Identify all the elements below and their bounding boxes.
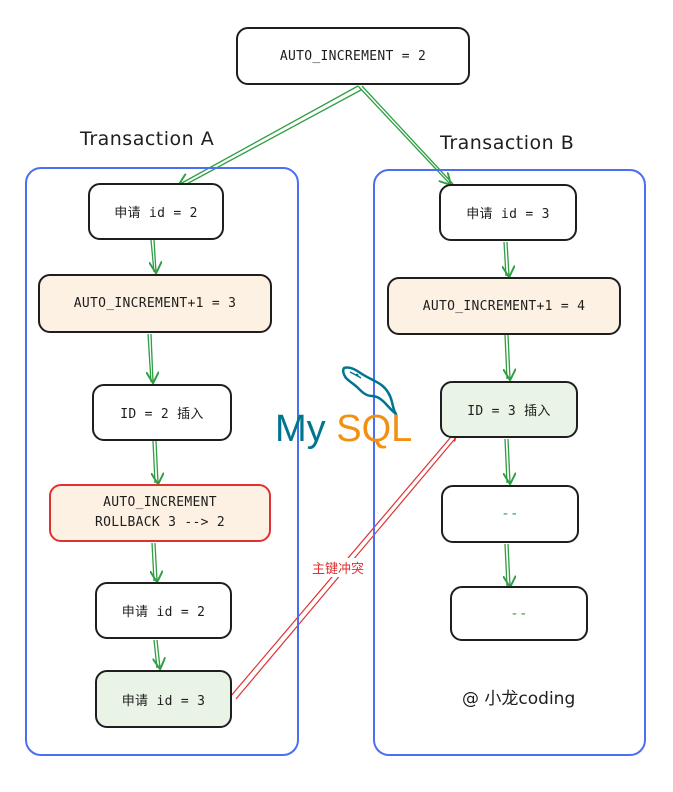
arrow-a-3 <box>156 440 158 483</box>
a-step-insert-id-2: ID = 2 插入 <box>92 384 232 441</box>
a-step-increment-to-3: AUTO_INCREMENT+1 = 3 <box>38 274 272 333</box>
a-step-3-label: ID = 2 插入 <box>120 407 204 422</box>
b-step-placeholder-1: -- <box>441 485 579 543</box>
primary-key-conflict-label: 主键冲突 <box>312 558 365 577</box>
arrow-b-4 <box>508 543 510 586</box>
a-step-rollback: AUTO_INCREMENT ROLLBACK 3 --> 2 <box>49 484 271 542</box>
mysql-logo-my: My <box>275 408 326 450</box>
arrow-a-1 <box>154 239 156 272</box>
mysql-logo-sql: SQL <box>336 408 413 450</box>
arrow-b-1 <box>507 241 509 276</box>
arrow-b-3 <box>508 438 510 483</box>
author-credit: @ 小龙coding <box>462 689 576 709</box>
a-step-6-label: 申请 id = 3 <box>121 693 206 709</box>
b-step-1-label: 申请 id = 3 <box>466 207 550 222</box>
arrow-a-2 <box>151 333 153 382</box>
b-step-placeholder-2: -- <box>450 586 588 641</box>
a-step-2-label: AUTO_INCREMENT+1 = 3 <box>73 296 237 311</box>
b-step-insert-id-3: ID = 3 插入 <box>440 381 578 438</box>
a-step-request-id-3: 申请 id = 3 <box>95 670 232 728</box>
b-step-increment-to-4: AUTO_INCREMENT+1 = 4 <box>387 277 621 335</box>
transaction-b-title: Transaction B <box>440 132 575 154</box>
a-step-request-id-2-again: 申请 id = 2 <box>95 582 232 639</box>
b-step-4-label: -- <box>501 506 519 522</box>
mysql-dolphin-icon <box>341 366 398 416</box>
arrow-top-to-b <box>357 85 450 184</box>
b-step-3-label: ID = 3 插入 <box>467 404 551 419</box>
b-step-5-label: -- <box>510 605 528 622</box>
arrow-a-5 <box>157 639 160 668</box>
auto-increment-initial-box: AUTO_INCREMENT = 2 <box>236 27 470 85</box>
transaction-b-panel <box>373 169 646 756</box>
b-step-2-label: AUTO_INCREMENT+1 = 4 <box>422 298 586 314</box>
b-step-request-id-3: 申请 id = 3 <box>439 184 577 241</box>
a-step-4-label: AUTO_INCREMENT ROLLBACK 3 --> 2 <box>94 495 226 530</box>
mysql-logo: My SQL <box>275 408 412 451</box>
arrow-a-4 <box>155 542 157 581</box>
a-step-request-id-2: 申请 id = 2 <box>88 183 224 240</box>
a-step-1-label: 申请 id = 2 <box>114 206 198 221</box>
transaction-a-title: Transaction A <box>80 128 215 150</box>
auto-increment-initial-label: AUTO_INCREMENT = 2 <box>279 48 427 64</box>
a-step-5-label: 申请 id = 2 <box>121 605 206 620</box>
transaction-a-panel <box>25 167 299 756</box>
arrow-b-2 <box>508 334 510 379</box>
